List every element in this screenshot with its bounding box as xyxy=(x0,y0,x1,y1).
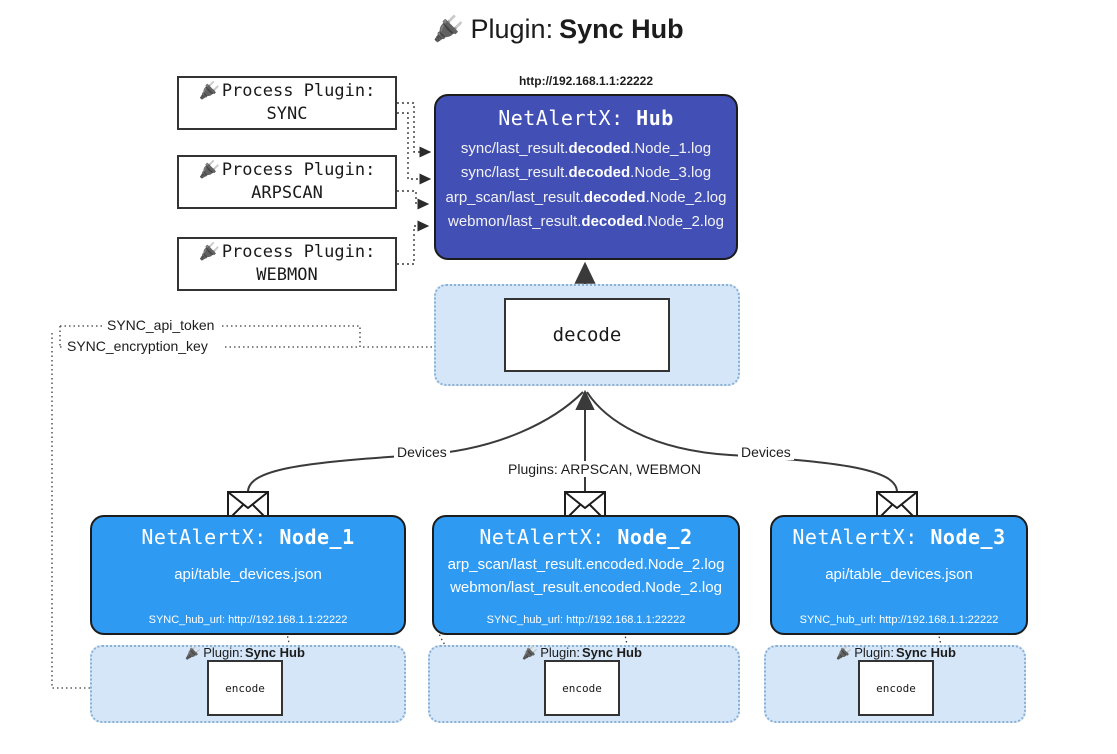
plug-icon: 🔌 xyxy=(198,81,220,102)
plug-icon: 🔌 xyxy=(522,645,539,660)
encode-label-prefix: Plugin: xyxy=(203,645,243,660)
hub-row-post: .Node_2.log xyxy=(645,188,727,206)
node-title-prefix: NetAlertX: xyxy=(141,525,267,549)
node-1[interactable]: NetAlertX: Node_1 api/table_devices.json… xyxy=(90,515,406,635)
node-row: arp_scan/last_result.encoded.Node_2.log xyxy=(447,556,725,573)
hub-row-pre: arp_scan/last_result. xyxy=(445,188,584,206)
page-title-prefix: Plugin: xyxy=(470,14,554,44)
encode-box-node1[interactable]: encode xyxy=(207,660,283,716)
encode-label-name: Sync Hub xyxy=(581,645,642,660)
node-title: NetAlertX: Node_1 xyxy=(92,525,404,549)
edge-sync-to-hub-row2 xyxy=(397,112,432,185)
plug-icon: 🔌 xyxy=(836,645,853,660)
label-sync-encryption-key: SYNC_encryption_key xyxy=(64,338,211,354)
encode-label-prefix: Plugin: xyxy=(540,645,580,660)
process-plugin-heading: Process Plugin: xyxy=(221,160,376,181)
encode-label-prefix: Plugin: xyxy=(854,645,894,660)
node-hub-url: SYNC_hub_url: http://192.168.1.1:22222 xyxy=(148,614,348,626)
node-row: api/table_devices.json xyxy=(174,566,322,583)
process-plugin-name: ARPSCAN xyxy=(251,183,323,203)
node-title-name: Node_1 xyxy=(279,525,355,549)
process-plugin-name: WEBMON xyxy=(256,265,318,285)
hub-row-em: decoded xyxy=(568,140,631,157)
hub-row-post: .Node_2.log xyxy=(643,212,724,230)
process-plugin-webmon[interactable]: 🔌 Process Plugin: WEBMON xyxy=(177,237,397,291)
node-title-prefix: NetAlertX: xyxy=(479,525,605,549)
node-title-name: Node_2 xyxy=(617,525,693,549)
hub-log-row: arp_scan/last_result.decoded.Node_2.log xyxy=(436,186,736,210)
edge-webmon-to-hub-row4 xyxy=(397,220,430,265)
hub-row-em: decoded xyxy=(581,212,644,230)
node-hub-url: SYNC_hub_url: http://192.168.1.1:22222 xyxy=(486,614,686,626)
hub-log-row: webmon/last_result.decoded.Node_2.log xyxy=(436,210,736,234)
encode-label-name: Sync Hub xyxy=(244,645,305,660)
page-title: 🔌 Plugin: Sync Hub xyxy=(0,14,1117,45)
hub-node[interactable]: NetAlertX: Hub sync/last_result.decoded.… xyxy=(434,94,738,260)
process-plugin-name: SYNC xyxy=(266,104,308,124)
label-sync-api-token: SYNC_api_token xyxy=(104,317,218,333)
plug-icon: 🔌 xyxy=(198,242,220,263)
encode-box-node2[interactable]: encode xyxy=(544,660,620,716)
node-title-name: Node_3 xyxy=(930,525,1006,549)
node-3[interactable]: NetAlertX: Node_3 api/table_devices.json… xyxy=(770,515,1028,635)
edge-label-devices-left: Devices xyxy=(394,444,450,460)
hub-row-pre: sync/last_result. xyxy=(460,164,569,182)
encode-box-node3[interactable]: encode xyxy=(858,660,934,716)
edge-label-devices-right: Devices xyxy=(738,444,794,460)
node-row: webmon/last_result.encoded.Node_2.log xyxy=(450,579,722,597)
encode-subgraph-label: 🔌 Plugin: Sync Hub xyxy=(836,645,956,660)
hub-row-pre: sync/last_result. xyxy=(460,140,569,157)
node-hub-url: SYNC_hub_url: http://192.168.1.1:22222 xyxy=(799,614,999,626)
edge-arpscan-to-hub-row3 xyxy=(397,190,430,210)
hub-url-label: http://192.168.1.1:22222 xyxy=(518,74,654,88)
node-2[interactable]: NetAlertX: Node_2 arp_scan/last_result.e… xyxy=(432,515,740,635)
hub-row-pre: webmon/last_result. xyxy=(448,212,582,230)
process-plugin-heading: Process Plugin: xyxy=(221,242,376,263)
edge-node3-devices-to-decode xyxy=(586,391,898,493)
process-plugin-arpscan[interactable]: 🔌 Process Plugin: ARPSCAN xyxy=(177,155,397,209)
edge-sync-to-hub-row1 xyxy=(397,102,432,158)
encode-label-name: Sync Hub xyxy=(895,645,956,660)
hub-row-post: .Node_1.log xyxy=(630,140,712,157)
encode-subgraph-label: 🔌 Plugin: Sync Hub xyxy=(185,645,305,660)
hub-log-row: sync/last_result.decoded.Node_1.log xyxy=(436,137,736,161)
edge-enc-key-to-encode xyxy=(51,333,110,694)
hub-row-post: .Node_3.log xyxy=(630,164,712,182)
node-title-prefix: NetAlertX: xyxy=(792,525,918,549)
hub-row-em: decoded xyxy=(583,188,646,206)
plug-icon: 🔌 xyxy=(185,645,202,660)
page-title-name: Sync Hub xyxy=(559,14,684,44)
process-plugin-heading: Process Plugin: xyxy=(221,81,376,102)
hub-row-em: decoded xyxy=(568,164,631,182)
process-plugin-sync[interactable]: 🔌 Process Plugin: SYNC xyxy=(177,76,397,130)
decode-box[interactable]: decode xyxy=(504,298,670,372)
hub-log-row: sync/last_result.decoded.Node_3.log xyxy=(436,161,736,185)
plug-icon: 🔌 xyxy=(433,15,465,43)
node-title: NetAlertX: Node_3 xyxy=(772,525,1026,549)
hub-title-name: Hub xyxy=(636,106,674,130)
encode-subgraph-label: 🔌 Plugin: Sync Hub xyxy=(522,645,642,660)
edge-label-plugins: Plugins: ARPSCAN, WEBMON xyxy=(505,461,704,477)
edge-node1-devices-to-decode xyxy=(247,391,584,493)
plug-icon: 🔌 xyxy=(198,160,220,181)
node-row: api/table_devices.json xyxy=(825,566,973,583)
node-title: NetAlertX: Node_2 xyxy=(434,525,738,549)
hub-title: NetAlertX: Hub xyxy=(436,106,736,130)
hub-title-prefix: NetAlertX: xyxy=(498,106,624,130)
